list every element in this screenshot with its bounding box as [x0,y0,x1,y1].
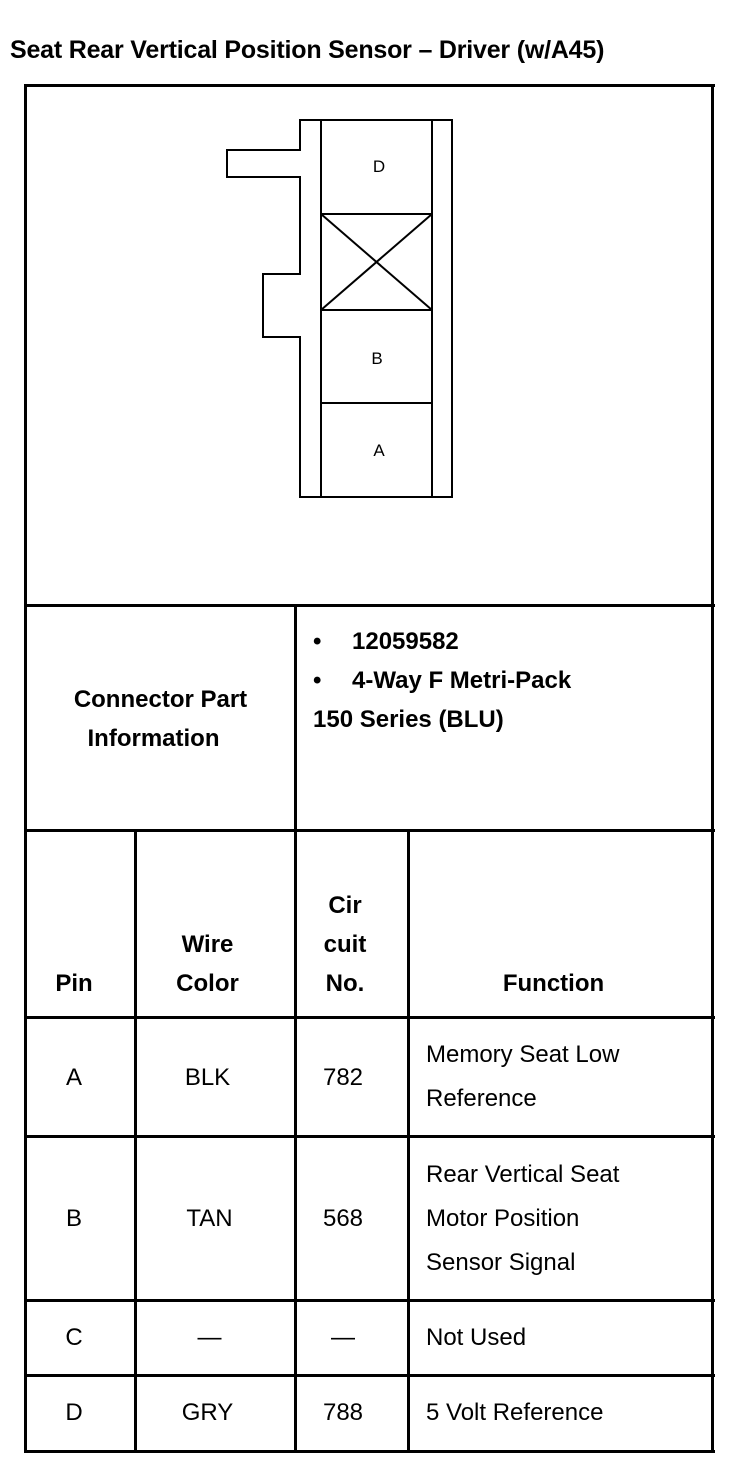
connector-info-label-line2: Information [87,725,220,752]
header-function: Function [502,970,605,997]
row-d-function: 5 Volt Reference [426,1399,604,1426]
row-b-pin: B [65,1205,82,1232]
frame-right [711,84,714,1453]
divider-info [24,829,715,832]
cavity-label-a: A [373,441,385,460]
row-c-circuit: — [331,1324,355,1351]
header-circuit-line3: No. [325,970,365,997]
row-b-function-line3: Sensor Signal [426,1249,576,1276]
row-a-function-line1: Memory Seat Low [426,1041,620,1068]
frame-bottom [24,1450,715,1453]
cavity-label-b: B [371,349,382,368]
connector-housing-outline [226,119,453,498]
divider-diagram [24,604,715,607]
divider-col-1 [134,829,137,1453]
divider-header [24,1016,715,1019]
frame-top [24,84,715,87]
header-wire-line2: Color [176,970,239,997]
row-a-function-line2: Reference [426,1085,537,1112]
divider-col-2 [294,829,297,1453]
connector-info-label-line1: Connector Part [73,686,248,713]
connector-cavity-block [320,119,433,498]
header-circuit-line1: Cir [328,892,362,919]
divider-col-3 [407,829,410,1453]
row-a-wire: BLK [184,1064,231,1091]
row-d-circuit: 788 [322,1399,364,1426]
bullet-icon: • [313,628,322,655]
frame-left [24,84,27,1453]
connector-diagram: D B A [226,119,453,498]
cavity-label-d: D [373,157,385,176]
connector-description-line1: 4-Way F Metri-Pack [352,667,572,694]
row-b-function-line2: Motor Position [426,1205,580,1232]
part-number: 12059582 [352,628,459,655]
row-b-function-line1: Rear Vertical Seat [426,1161,620,1188]
row-c-pin: C [65,1324,83,1351]
divider-row-b [24,1299,715,1302]
row-b-wire: TAN [186,1205,233,1232]
divider-info-col [294,604,297,832]
divider-row-c [24,1374,715,1377]
row-a-circuit: 782 [322,1064,364,1091]
connector-description-line2: 150 Series (BLU) [313,706,504,733]
document-title: Seat Rear Vertical Position Sensor – Dri… [10,36,605,64]
row-a-pin: A [65,1064,82,1091]
row-d-wire: GRY [181,1399,234,1426]
row-c-function: Not Used [426,1324,527,1351]
header-pin: Pin [55,970,93,997]
blocked-cavity-mark [320,213,433,311]
header-circuit-line2: cuit [323,931,367,958]
bullet-icon: • [313,667,322,694]
row-c-wire: — [197,1324,222,1351]
divider-row-a [24,1135,715,1138]
row-d-pin: D [65,1399,83,1426]
row-b-circuit: 568 [322,1205,364,1232]
header-wire-line1: Wire [181,931,234,958]
